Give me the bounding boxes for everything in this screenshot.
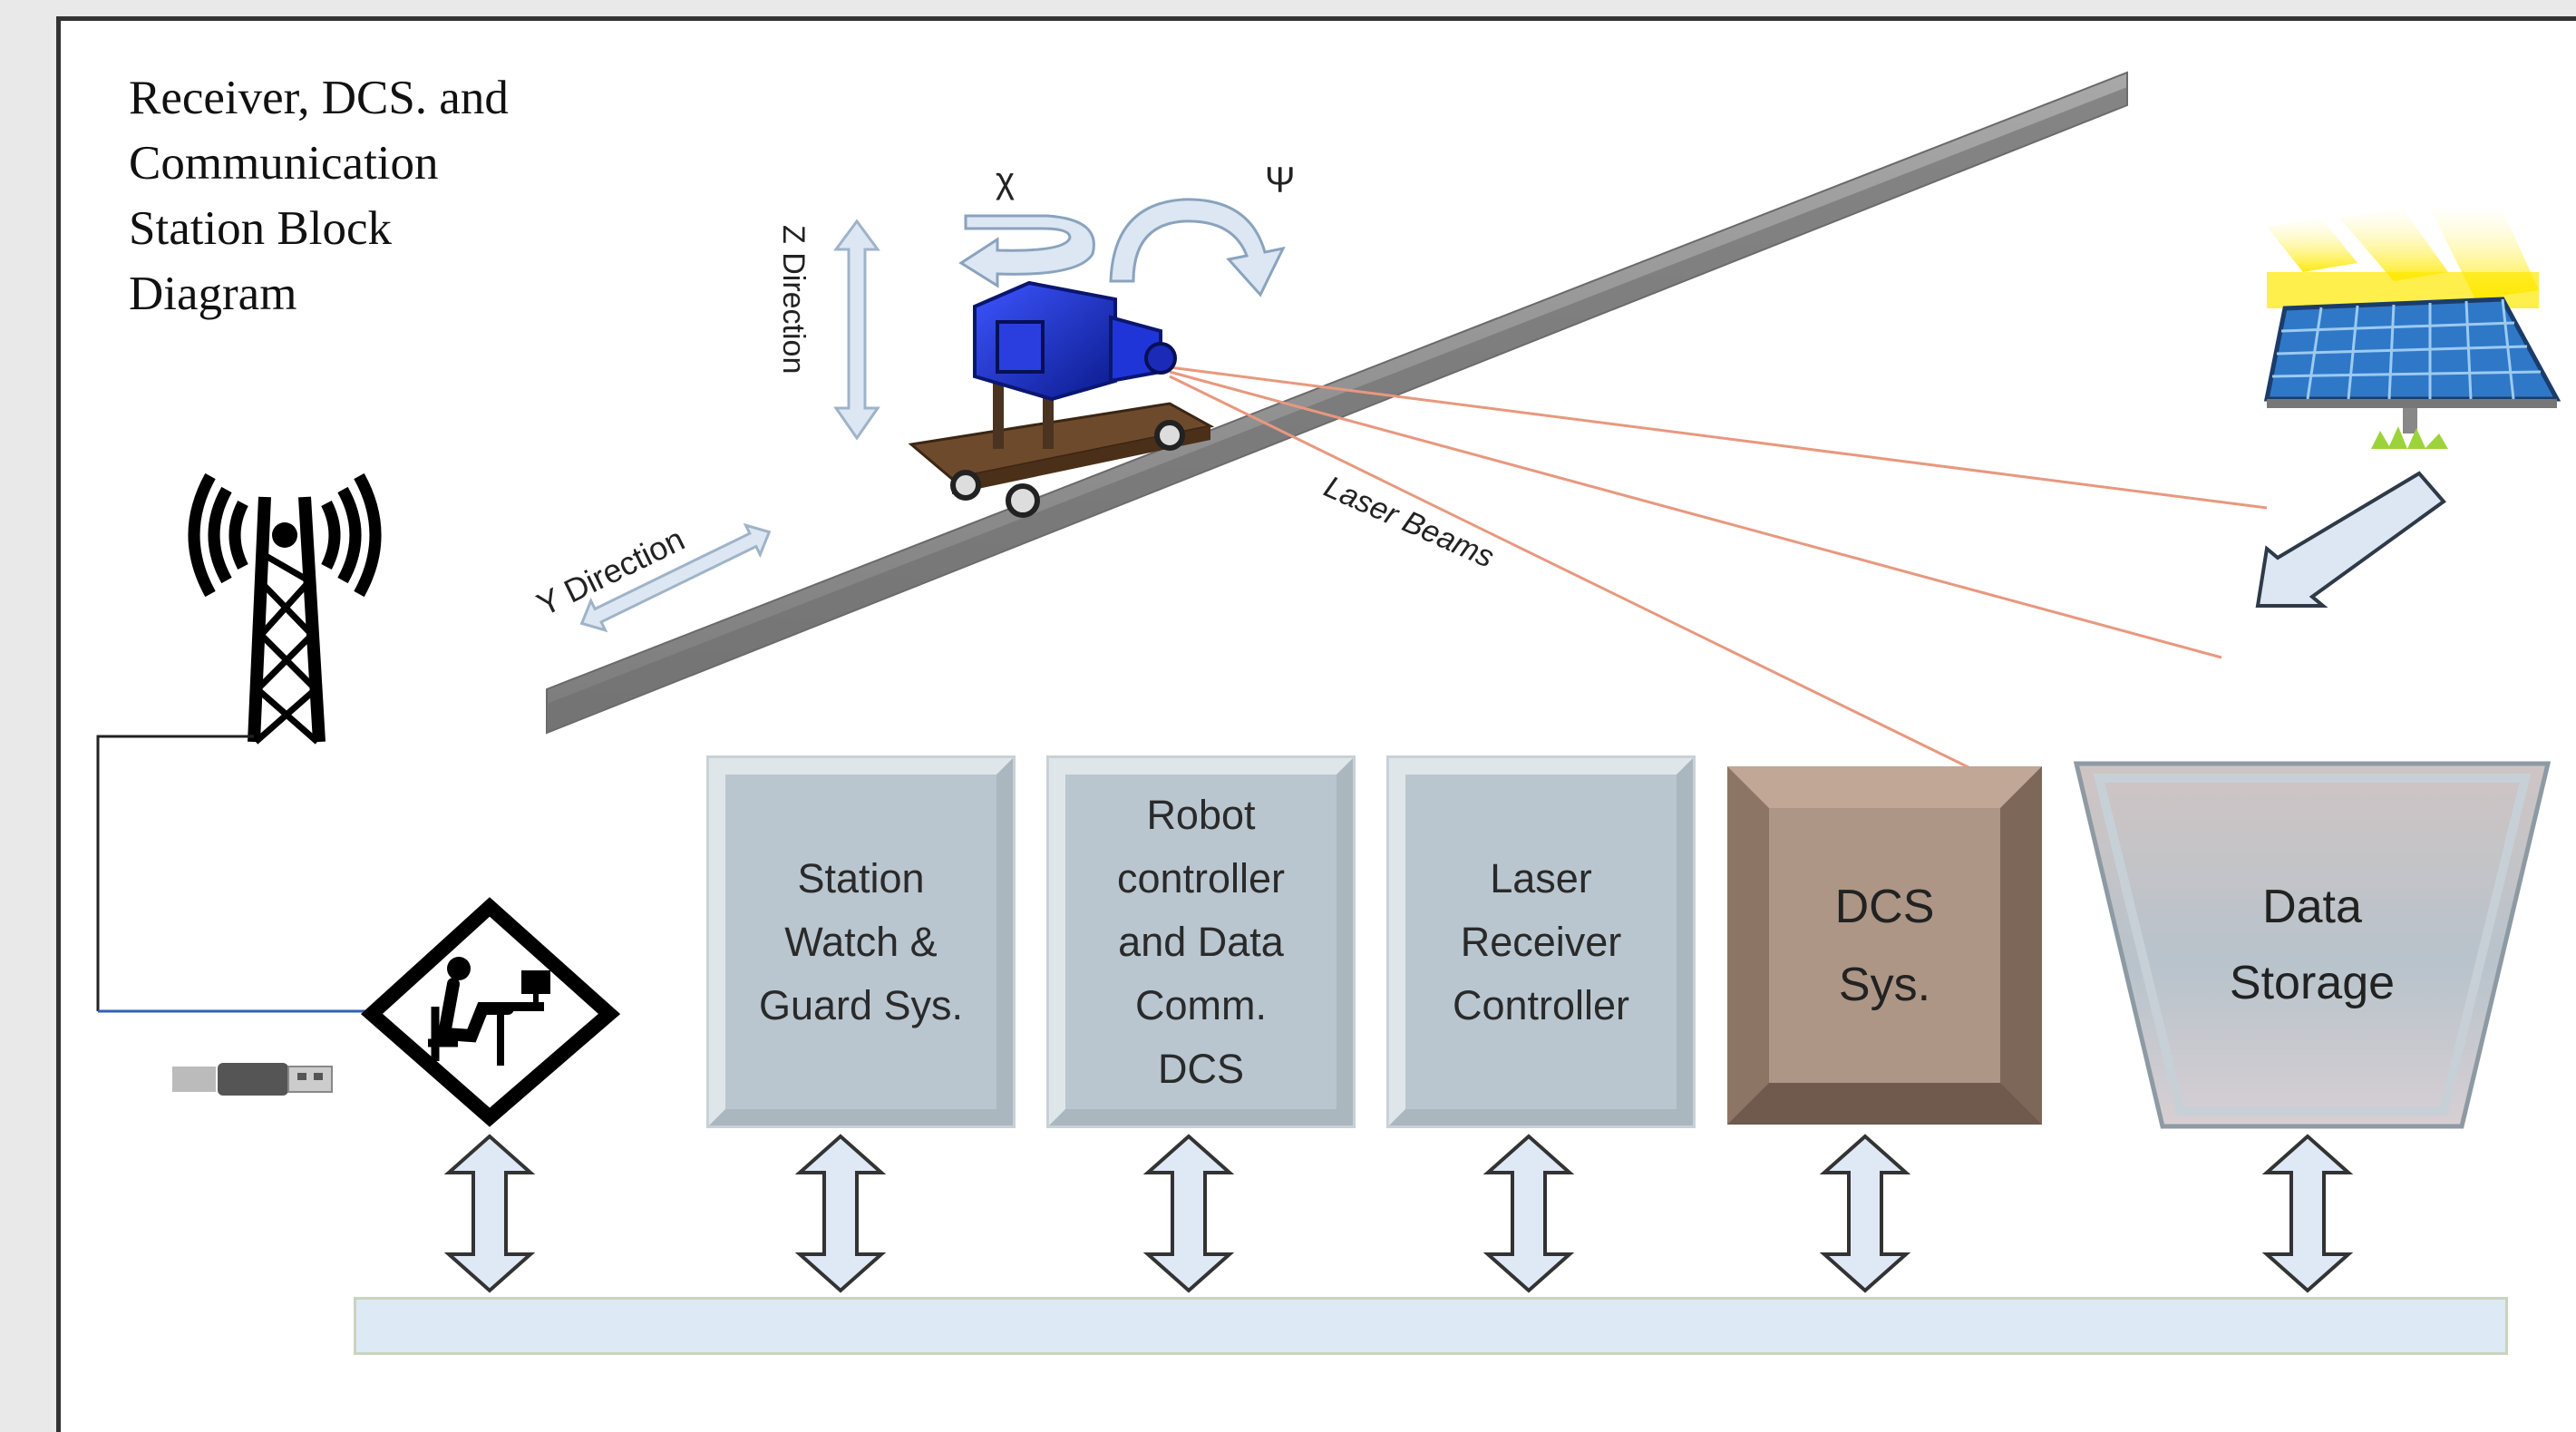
psi-rotation-arrow bbox=[1109, 198, 1286, 297]
data-storage-shape bbox=[2073, 761, 2552, 1129]
block-label-line: Data bbox=[2262, 881, 2362, 933]
title-line: Communication bbox=[129, 137, 439, 190]
chi-label: χ bbox=[996, 161, 1015, 200]
laser-receiver-block: Laser Receiver Controller bbox=[1389, 758, 1693, 1125]
dcs-block: DCS Sys. bbox=[1727, 766, 2042, 1125]
communication-bus bbox=[354, 1297, 2508, 1355]
title-line: Diagram bbox=[129, 268, 297, 320]
block-label-line: DCS bbox=[1157, 1045, 1244, 1092]
z-direction-arrow bbox=[833, 219, 880, 441]
block-label-line: Laser bbox=[1490, 854, 1592, 901]
bus-arrow-workstation bbox=[443, 1134, 536, 1293]
usb-stick-icon bbox=[172, 1063, 333, 1096]
block-label-line: Receiver bbox=[1460, 918, 1622, 965]
bus-arrow-dcs bbox=[1819, 1134, 1911, 1293]
laser-beams bbox=[1169, 365, 2268, 771]
data-storage-block: Data Storage bbox=[2076, 764, 2548, 1126]
chi-rotation-arrow bbox=[958, 214, 1095, 288]
block-label-line: Sys. bbox=[1838, 958, 1931, 1011]
block-label-line: and Data bbox=[1118, 918, 1284, 965]
bus-arrow-laser-receiver bbox=[1482, 1134, 1575, 1293]
bus-arrow-station-watch bbox=[794, 1134, 887, 1293]
bus-arrow-data-storage bbox=[2261, 1134, 2354, 1293]
z-direction-label: Z Direction bbox=[776, 225, 811, 374]
block-label-line: Controller bbox=[1452, 981, 1630, 1028]
block-label-line: Robot bbox=[1146, 791, 1256, 838]
robot-camera-icon bbox=[908, 280, 1215, 518]
solar-panel-icon bbox=[2263, 209, 2561, 449]
operator-workstation-icon bbox=[360, 897, 621, 1127]
block-label-line: Comm. bbox=[1134, 981, 1267, 1028]
block-label-line: controller bbox=[1116, 854, 1286, 901]
y-direction-arrow bbox=[579, 522, 772, 633]
block-label-line: Guard Sys. bbox=[758, 981, 964, 1028]
title-line: Receiver, DCS. and bbox=[129, 72, 509, 124]
antenna-link-line bbox=[96, 735, 372, 1013]
block-label-line: DCS bbox=[1834, 880, 1935, 933]
diagram-title: Receiver, DCS. and Communication Station… bbox=[129, 65, 691, 326]
psi-label: Ψ bbox=[1265, 161, 1295, 200]
laser-beams-label: Laser Beams bbox=[1319, 470, 1499, 575]
title-line: Station Block bbox=[129, 202, 393, 255]
block-label-line: Storage bbox=[2229, 957, 2396, 1009]
solar-to-station-arrow bbox=[2255, 471, 2446, 608]
block-label-line: Station bbox=[797, 854, 925, 901]
block-label-line: Watch & bbox=[784, 918, 938, 965]
bus-arrow-robot-controller bbox=[1142, 1134, 1235, 1293]
bus-connector-arrows bbox=[443, 1134, 2354, 1293]
robot-controller-block: Robot controller and Data Comm. DCS bbox=[1049, 758, 1353, 1125]
rail bbox=[546, 71, 2128, 735]
station-watch-block: Station Watch & Guard Sys. bbox=[709, 758, 1013, 1125]
antenna-tower-icon bbox=[188, 472, 382, 745]
